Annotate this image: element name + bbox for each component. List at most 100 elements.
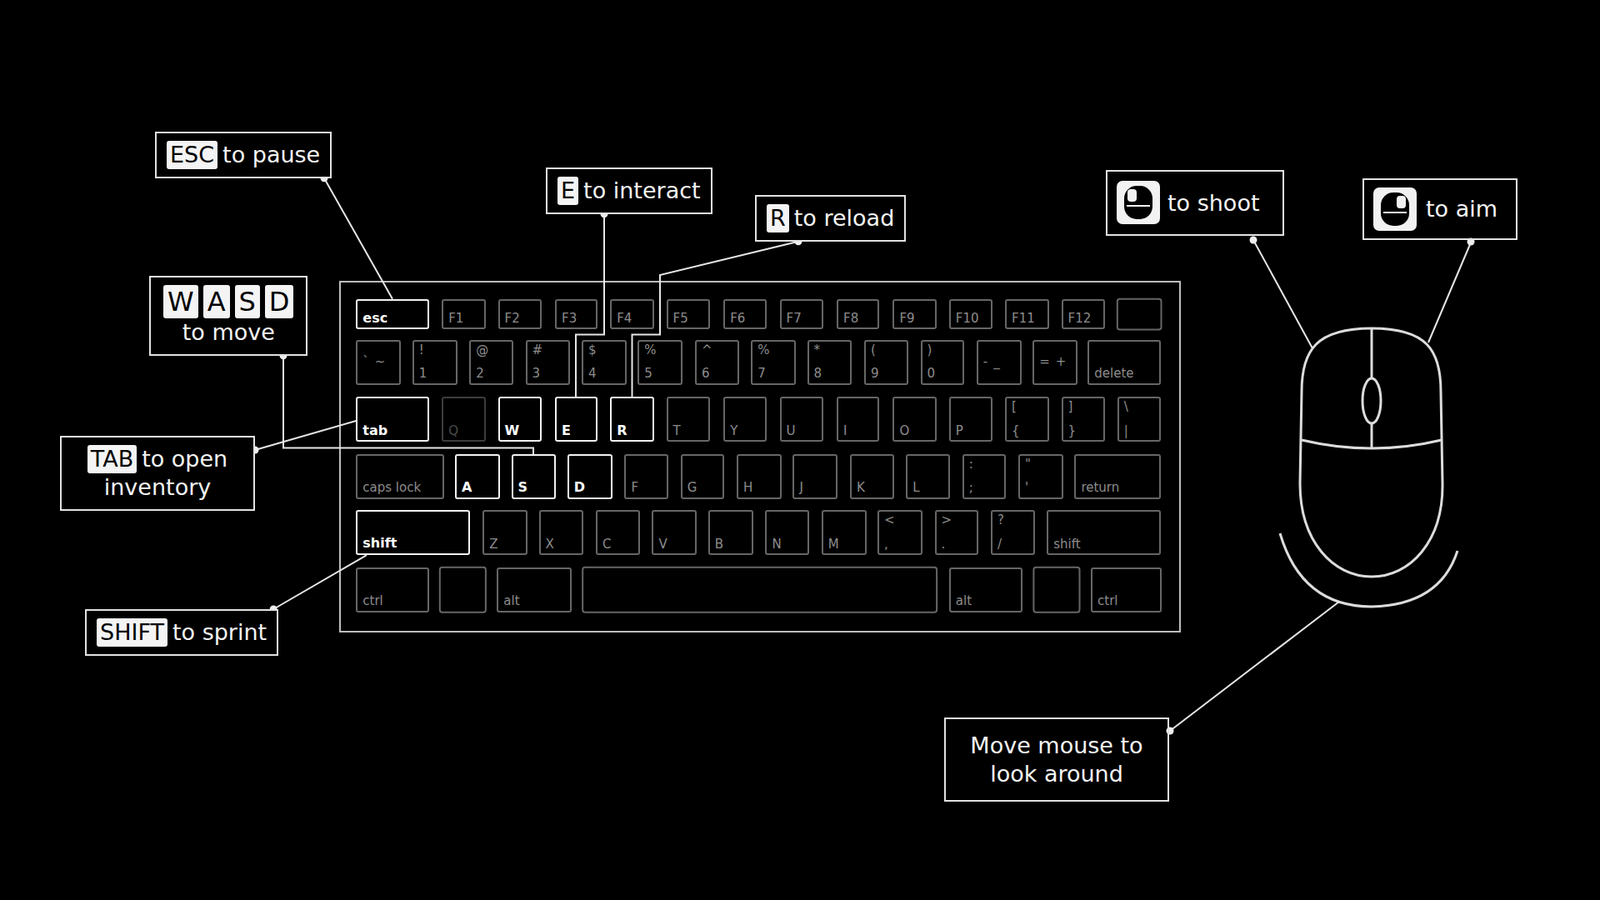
keyboard-key: E bbox=[555, 396, 598, 442]
key-label: F10 bbox=[955, 311, 987, 326]
keyboard-key: F7 bbox=[780, 299, 825, 330]
keyboard-key: F2 bbox=[498, 299, 543, 330]
keyboard-key: delete bbox=[1087, 340, 1161, 385]
key-label: delete bbox=[1094, 366, 1155, 381]
keyboard-key: ^6 bbox=[695, 340, 740, 385]
keyboard-key: U bbox=[780, 396, 825, 442]
key-label: 2 bbox=[475, 366, 507, 381]
leader-connector bbox=[251, 420, 357, 455]
left-click-icon bbox=[1116, 180, 1160, 225]
key-badge: D bbox=[265, 285, 295, 319]
key-label: shift bbox=[362, 535, 464, 551]
key-label: T bbox=[673, 424, 705, 439]
mouse-wheel bbox=[1362, 378, 1381, 424]
keyboard-key: M bbox=[821, 510, 867, 555]
leader-connector bbox=[320, 174, 394, 300]
keyboard-key: Q bbox=[441, 396, 486, 442]
keyboard-key: F6 bbox=[723, 299, 766, 330]
keyboard-key: $4 bbox=[581, 340, 627, 385]
key-label: % bbox=[644, 343, 676, 358]
keyboard-key: F12 bbox=[1061, 299, 1106, 330]
icon-tile bbox=[1116, 180, 1160, 225]
keyboard-key: caps lock bbox=[355, 454, 444, 500]
key-label: A bbox=[461, 480, 494, 495]
key-label: / bbox=[997, 537, 1029, 552]
keyboard-key: F11 bbox=[1005, 299, 1050, 330]
icon-line bbox=[1383, 211, 1407, 214]
callout-text: to sprint bbox=[172, 619, 267, 645]
keyboard-key: ]} bbox=[1061, 396, 1106, 442]
key-badge: TAB bbox=[87, 445, 137, 474]
key-label: shift bbox=[1053, 537, 1155, 552]
keyboard-key: B bbox=[708, 510, 754, 555]
key-label: O bbox=[899, 424, 930, 439]
key-label: F4 bbox=[616, 311, 648, 326]
key-label: F1 bbox=[448, 311, 480, 326]
key-label: S bbox=[518, 480, 550, 495]
key-label: 0 bbox=[927, 366, 959, 381]
key-label: G bbox=[687, 480, 719, 495]
leader-connector bbox=[632, 237, 803, 397]
key-label: = bbox=[1039, 355, 1050, 370]
keyboard-key: I bbox=[836, 396, 880, 442]
key-label: H bbox=[743, 480, 775, 495]
key-label: caps lock bbox=[362, 480, 437, 495]
key-label: alt bbox=[503, 594, 565, 609]
leader-connector bbox=[270, 555, 367, 613]
keyboard-key: *8 bbox=[807, 340, 853, 385]
keyboard-key: tab bbox=[355, 396, 430, 442]
keyboard-key: alt bbox=[496, 567, 571, 613]
key-label: tab bbox=[362, 423, 423, 439]
key-label: F9 bbox=[899, 311, 930, 326]
keyboard-key: alt bbox=[949, 567, 1023, 613]
keyboard-key: [{ bbox=[1005, 396, 1050, 442]
key-label: ( bbox=[870, 343, 902, 358]
key-label: @ bbox=[475, 343, 507, 358]
key-label: ; bbox=[969, 480, 1000, 495]
keyboard-key: `~ bbox=[355, 340, 401, 385]
keyboard-key: ?/ bbox=[990, 510, 1035, 555]
key-label: % bbox=[757, 343, 790, 358]
key-label: W bbox=[505, 423, 536, 439]
key-label: 6 bbox=[701, 366, 733, 381]
callout-text: to pause bbox=[222, 141, 320, 168]
key-label: I bbox=[843, 424, 873, 439]
key-label: N bbox=[771, 537, 803, 552]
key-label: ctrl bbox=[362, 594, 423, 609]
leader-connector bbox=[280, 351, 535, 455]
keyboard-key: ctrl bbox=[355, 567, 430, 613]
keyboard-key: N bbox=[765, 510, 810, 555]
key-label: \ bbox=[1124, 400, 1155, 415]
keyboard-key: F9 bbox=[892, 299, 937, 330]
mouse-motion-arc bbox=[1280, 533, 1458, 607]
key-label: U bbox=[786, 424, 818, 439]
keyboard-key: #3 bbox=[525, 340, 571, 385]
key-label: alt bbox=[955, 594, 1016, 609]
leader-line bbox=[1253, 240, 1313, 349]
key-label: * bbox=[814, 343, 846, 358]
key-label: F3 bbox=[561, 311, 591, 326]
callout-text: to interact bbox=[583, 177, 701, 204]
icon-mouse bbox=[1380, 192, 1410, 226]
keyboard-key: Y bbox=[723, 396, 766, 442]
keyboard-key: T bbox=[666, 396, 711, 442]
keyboard-key: J bbox=[792, 454, 838, 500]
blank-key bbox=[1117, 299, 1162, 330]
key-label: E bbox=[561, 423, 591, 439]
callout-box: Move mouse to look around bbox=[944, 717, 1170, 802]
keyboard-key: H bbox=[736, 454, 782, 500]
keyboard-key: F bbox=[624, 454, 669, 500]
icon-button bbox=[1127, 189, 1137, 202]
keyboard-key: !1 bbox=[412, 340, 458, 385]
keyboard-key: X bbox=[539, 510, 585, 555]
blank-key bbox=[1033, 567, 1080, 613]
key-label: F6 bbox=[730, 311, 760, 326]
key-label: return bbox=[1080, 480, 1155, 495]
key-label: _ bbox=[993, 355, 1000, 370]
key-label: > bbox=[941, 513, 973, 528]
key-label: < bbox=[884, 513, 916, 528]
keyboard-key: %7 bbox=[750, 340, 796, 385]
key-label: [ bbox=[1011, 400, 1043, 415]
key-label: ? bbox=[997, 513, 1029, 528]
